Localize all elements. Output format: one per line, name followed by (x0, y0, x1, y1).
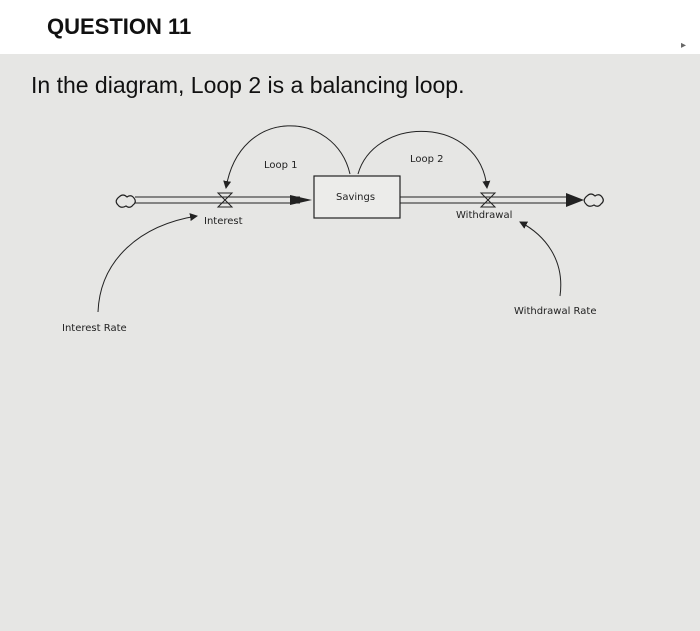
interest-label: Interest (204, 216, 243, 227)
withdrawal-valve-icon (479, 192, 497, 208)
question-title: QUESTION 11 (47, 14, 192, 39)
interest-flow-pipe (135, 195, 312, 205)
loop1-link-arrow (223, 125, 351, 189)
loop2-label: Loop 2 (410, 154, 444, 165)
withdrawal-flow-pipe (400, 193, 584, 207)
interest-rate-label: Interest Rate (62, 323, 127, 334)
sink-cloud-icon (583, 193, 604, 207)
withdrawal-label: Withdrawal (456, 210, 512, 221)
question-body (0, 54, 700, 631)
interest-rate-link-arrow (97, 213, 198, 313)
withdrawal-rate-label: Withdrawal Rate (514, 306, 597, 317)
savings-label: Savings (336, 192, 375, 203)
withdrawal-rate-link-arrow (519, 221, 562, 297)
loop1-label: Loop 1 (264, 160, 298, 171)
question-text: In the diagram, Loop 2 is a balancing lo… (31, 72, 465, 98)
corner-mark: ▸ (680, 40, 686, 51)
question-header: QUESTION 11 ▸ (0, 0, 700, 55)
source-cloud-icon (115, 194, 136, 208)
loop2-link-arrow (357, 131, 491, 189)
interest-valve-icon (216, 192, 234, 208)
